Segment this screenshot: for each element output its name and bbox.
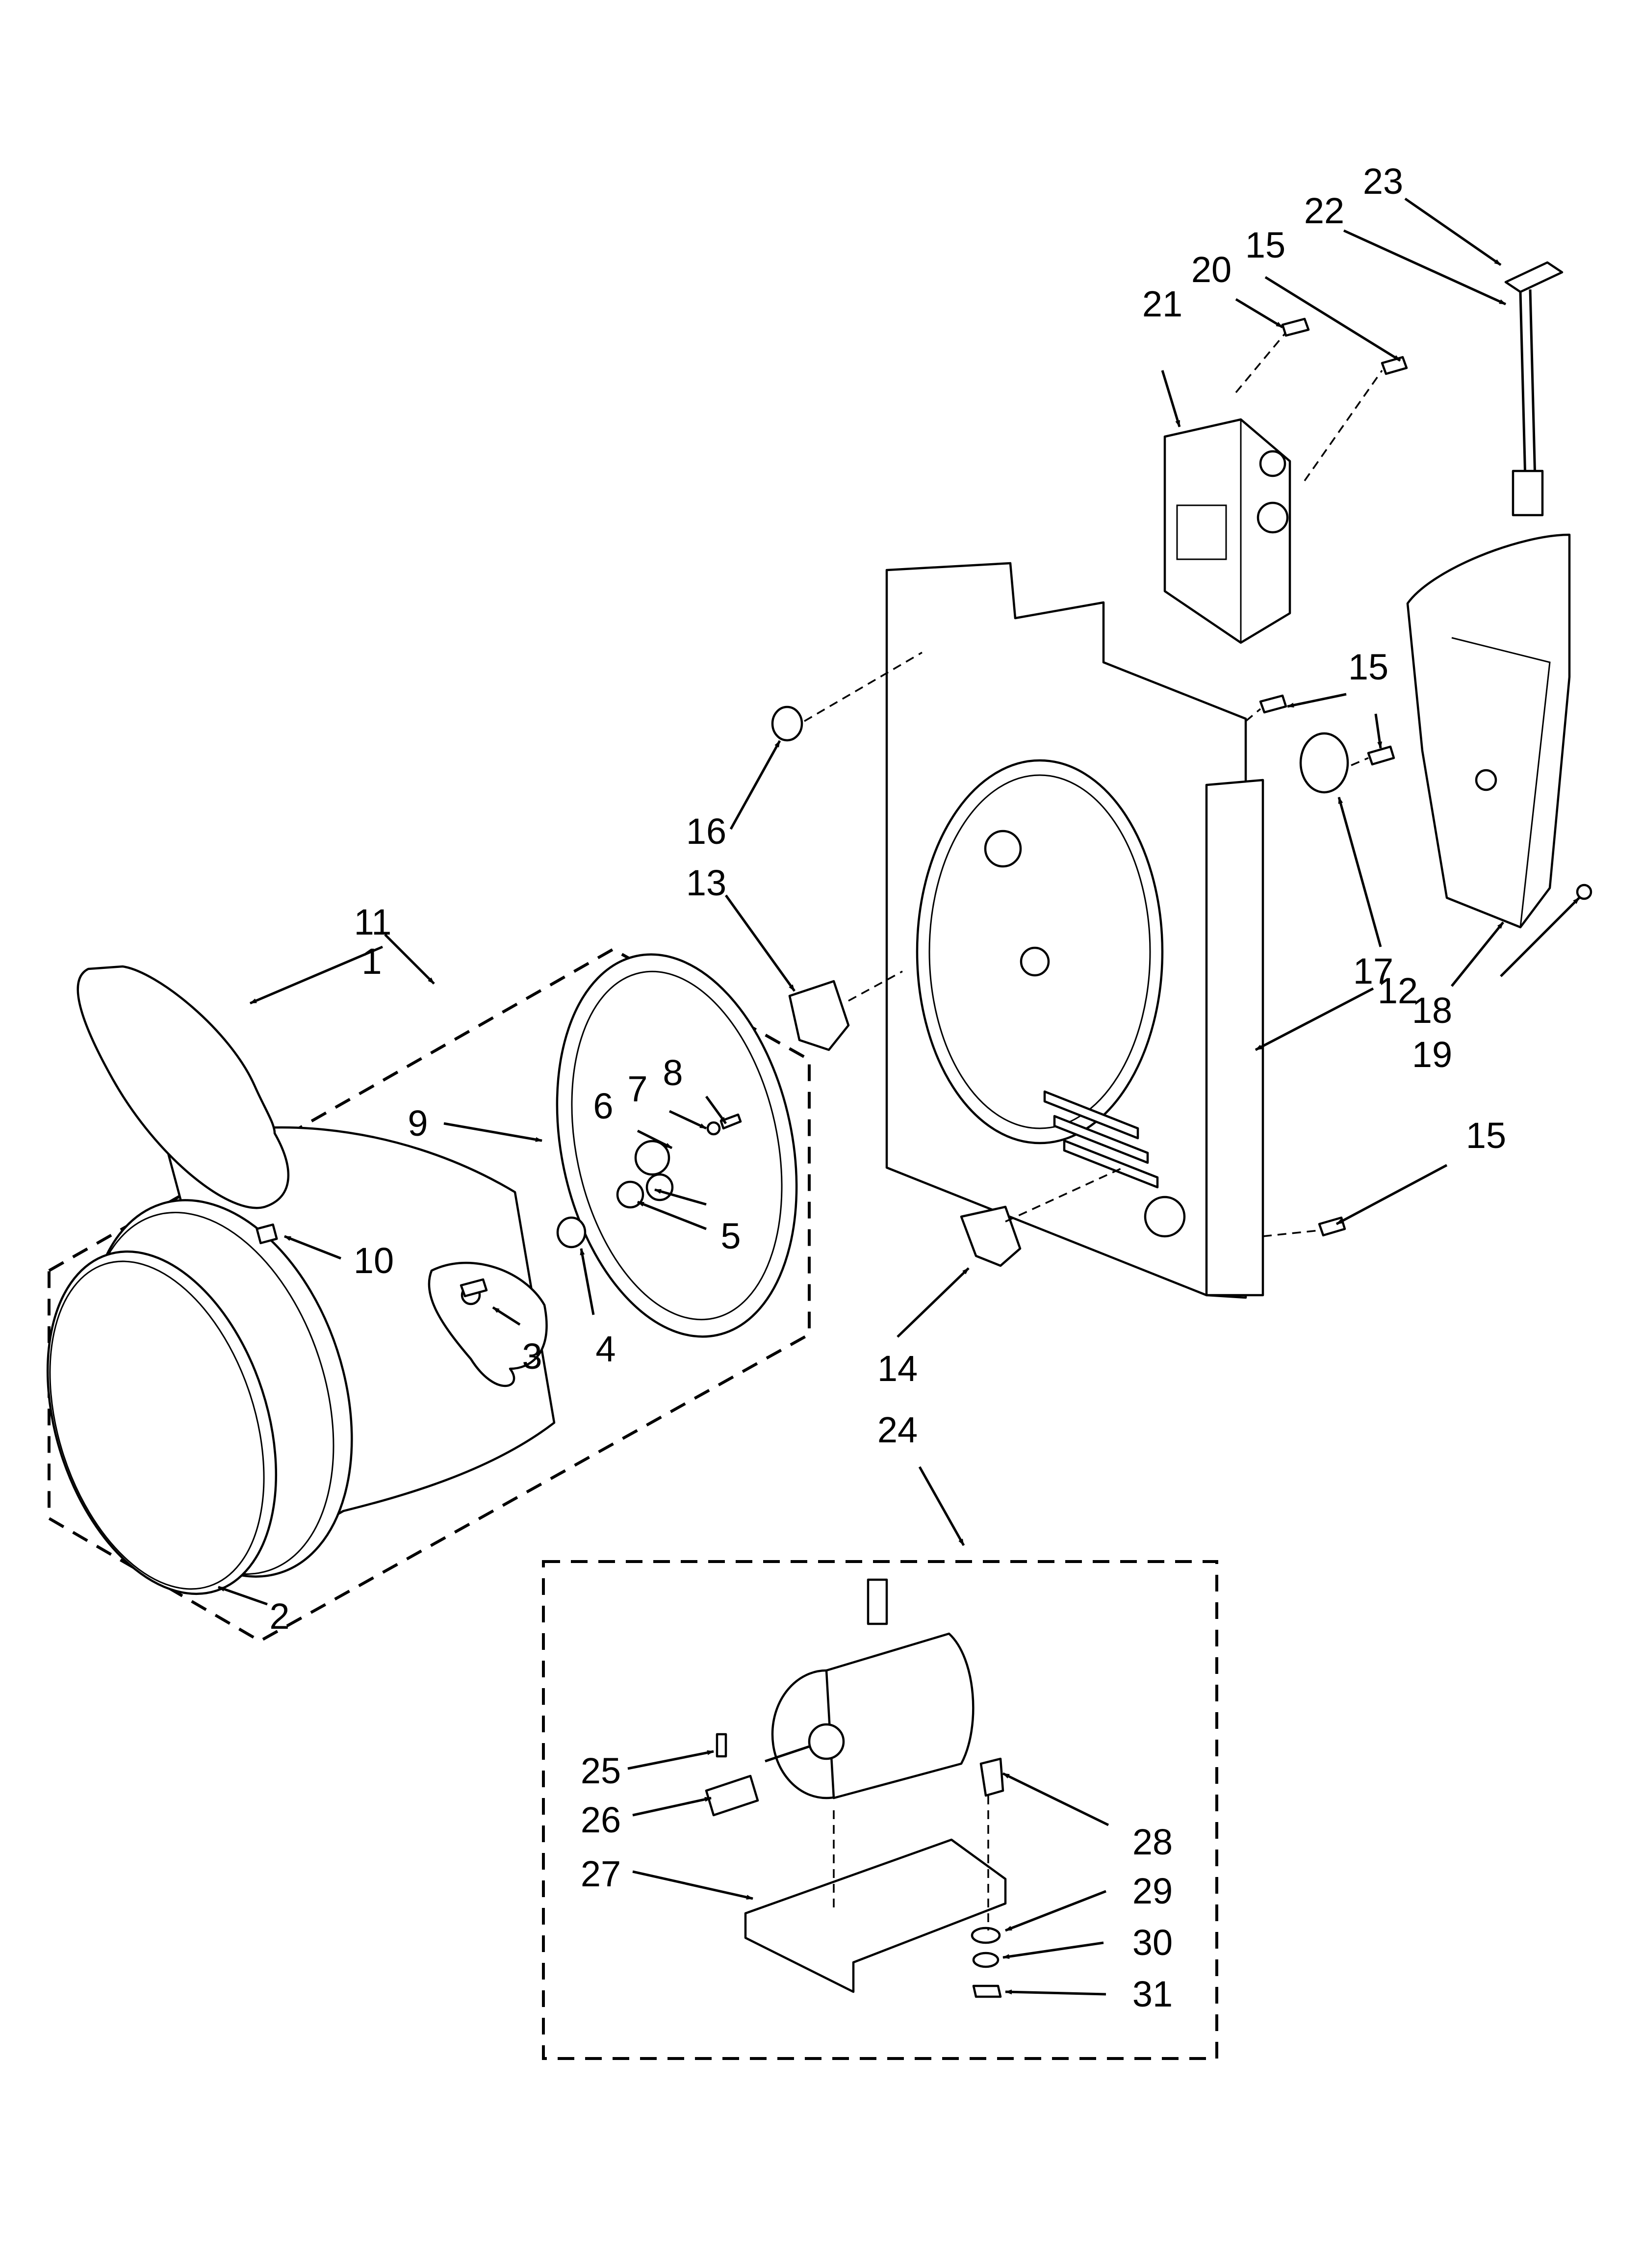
callout-26: 26 [581,1799,621,1840]
callout-19: 19 [1412,1034,1452,1075]
callout-21: 21 [1142,284,1182,324]
access-cover [1299,732,1349,794]
callout-15-right: 15 [1348,647,1388,687]
rear-bulkhead [885,562,1264,1299]
callout-28: 28 [1132,1822,1173,1862]
explosion-lines [804,333,1383,1930]
callout-15-lower: 15 [1466,1115,1506,1156]
callout-12: 12 [1378,970,1418,1011]
callout-2: 2 [269,1596,289,1637]
callout-22: 22 [1304,190,1344,231]
callout-11: 11 [354,902,392,942]
callout-27: 27 [581,1853,621,1894]
drum [46,1126,556,1595]
callout-25: 25 [581,1750,621,1791]
callout-14: 14 [877,1348,918,1389]
callout-16: 16 [686,811,726,852]
pulley [705,1774,759,1817]
bumper [771,705,803,742]
bolt [979,1757,1004,1797]
callout-1: 1 [361,941,382,982]
callout-20: 20 [1191,249,1232,290]
callout-15-top: 15 [1245,225,1285,265]
callout-29: 29 [1132,1871,1173,1911]
thermal-fuse [788,980,850,1051]
callout-6: 6 [593,1086,613,1126]
callout-9: 9 [408,1103,428,1144]
leader-lines [218,197,1580,1996]
callout-31: 31 [1132,1974,1173,2014]
callout-13: 13 [686,862,726,903]
motor-assembly-boundary [542,1560,1218,2060]
callout-18: 18 [1412,990,1452,1031]
callout-24: 24 [877,1409,918,1450]
callout-30: 30 [1132,1922,1173,1963]
washer [971,1927,1001,1944]
callout-labels: 1 2 3 4 5 6 7 8 9 10 11 12 13 14 15 15 1… [269,161,1506,2014]
set-screw [716,1733,727,1758]
callout-7: 7 [627,1069,647,1109]
exhaust-duct [1406,533,1571,929]
callout-3: 3 [522,1336,542,1377]
drive-motor [765,1578,975,1799]
callout-8: 8 [663,1052,683,1093]
hex-nut [972,1984,1002,1998]
control-box [1163,418,1291,644]
callout-17: 17 [1353,951,1393,991]
motor-mount [744,1838,1007,1993]
callout-10: 10 [354,1240,394,1281]
drum-rear-panel [556,953,798,1338]
callout-4: 4 [595,1329,616,1369]
callout-23: 23 [1363,161,1403,202]
power-cord [1504,261,1564,517]
drive-belt [77,965,290,1209]
bearing [556,1216,587,1249]
callout-5: 5 [720,1216,741,1256]
lock-washer [972,1952,1000,1968]
